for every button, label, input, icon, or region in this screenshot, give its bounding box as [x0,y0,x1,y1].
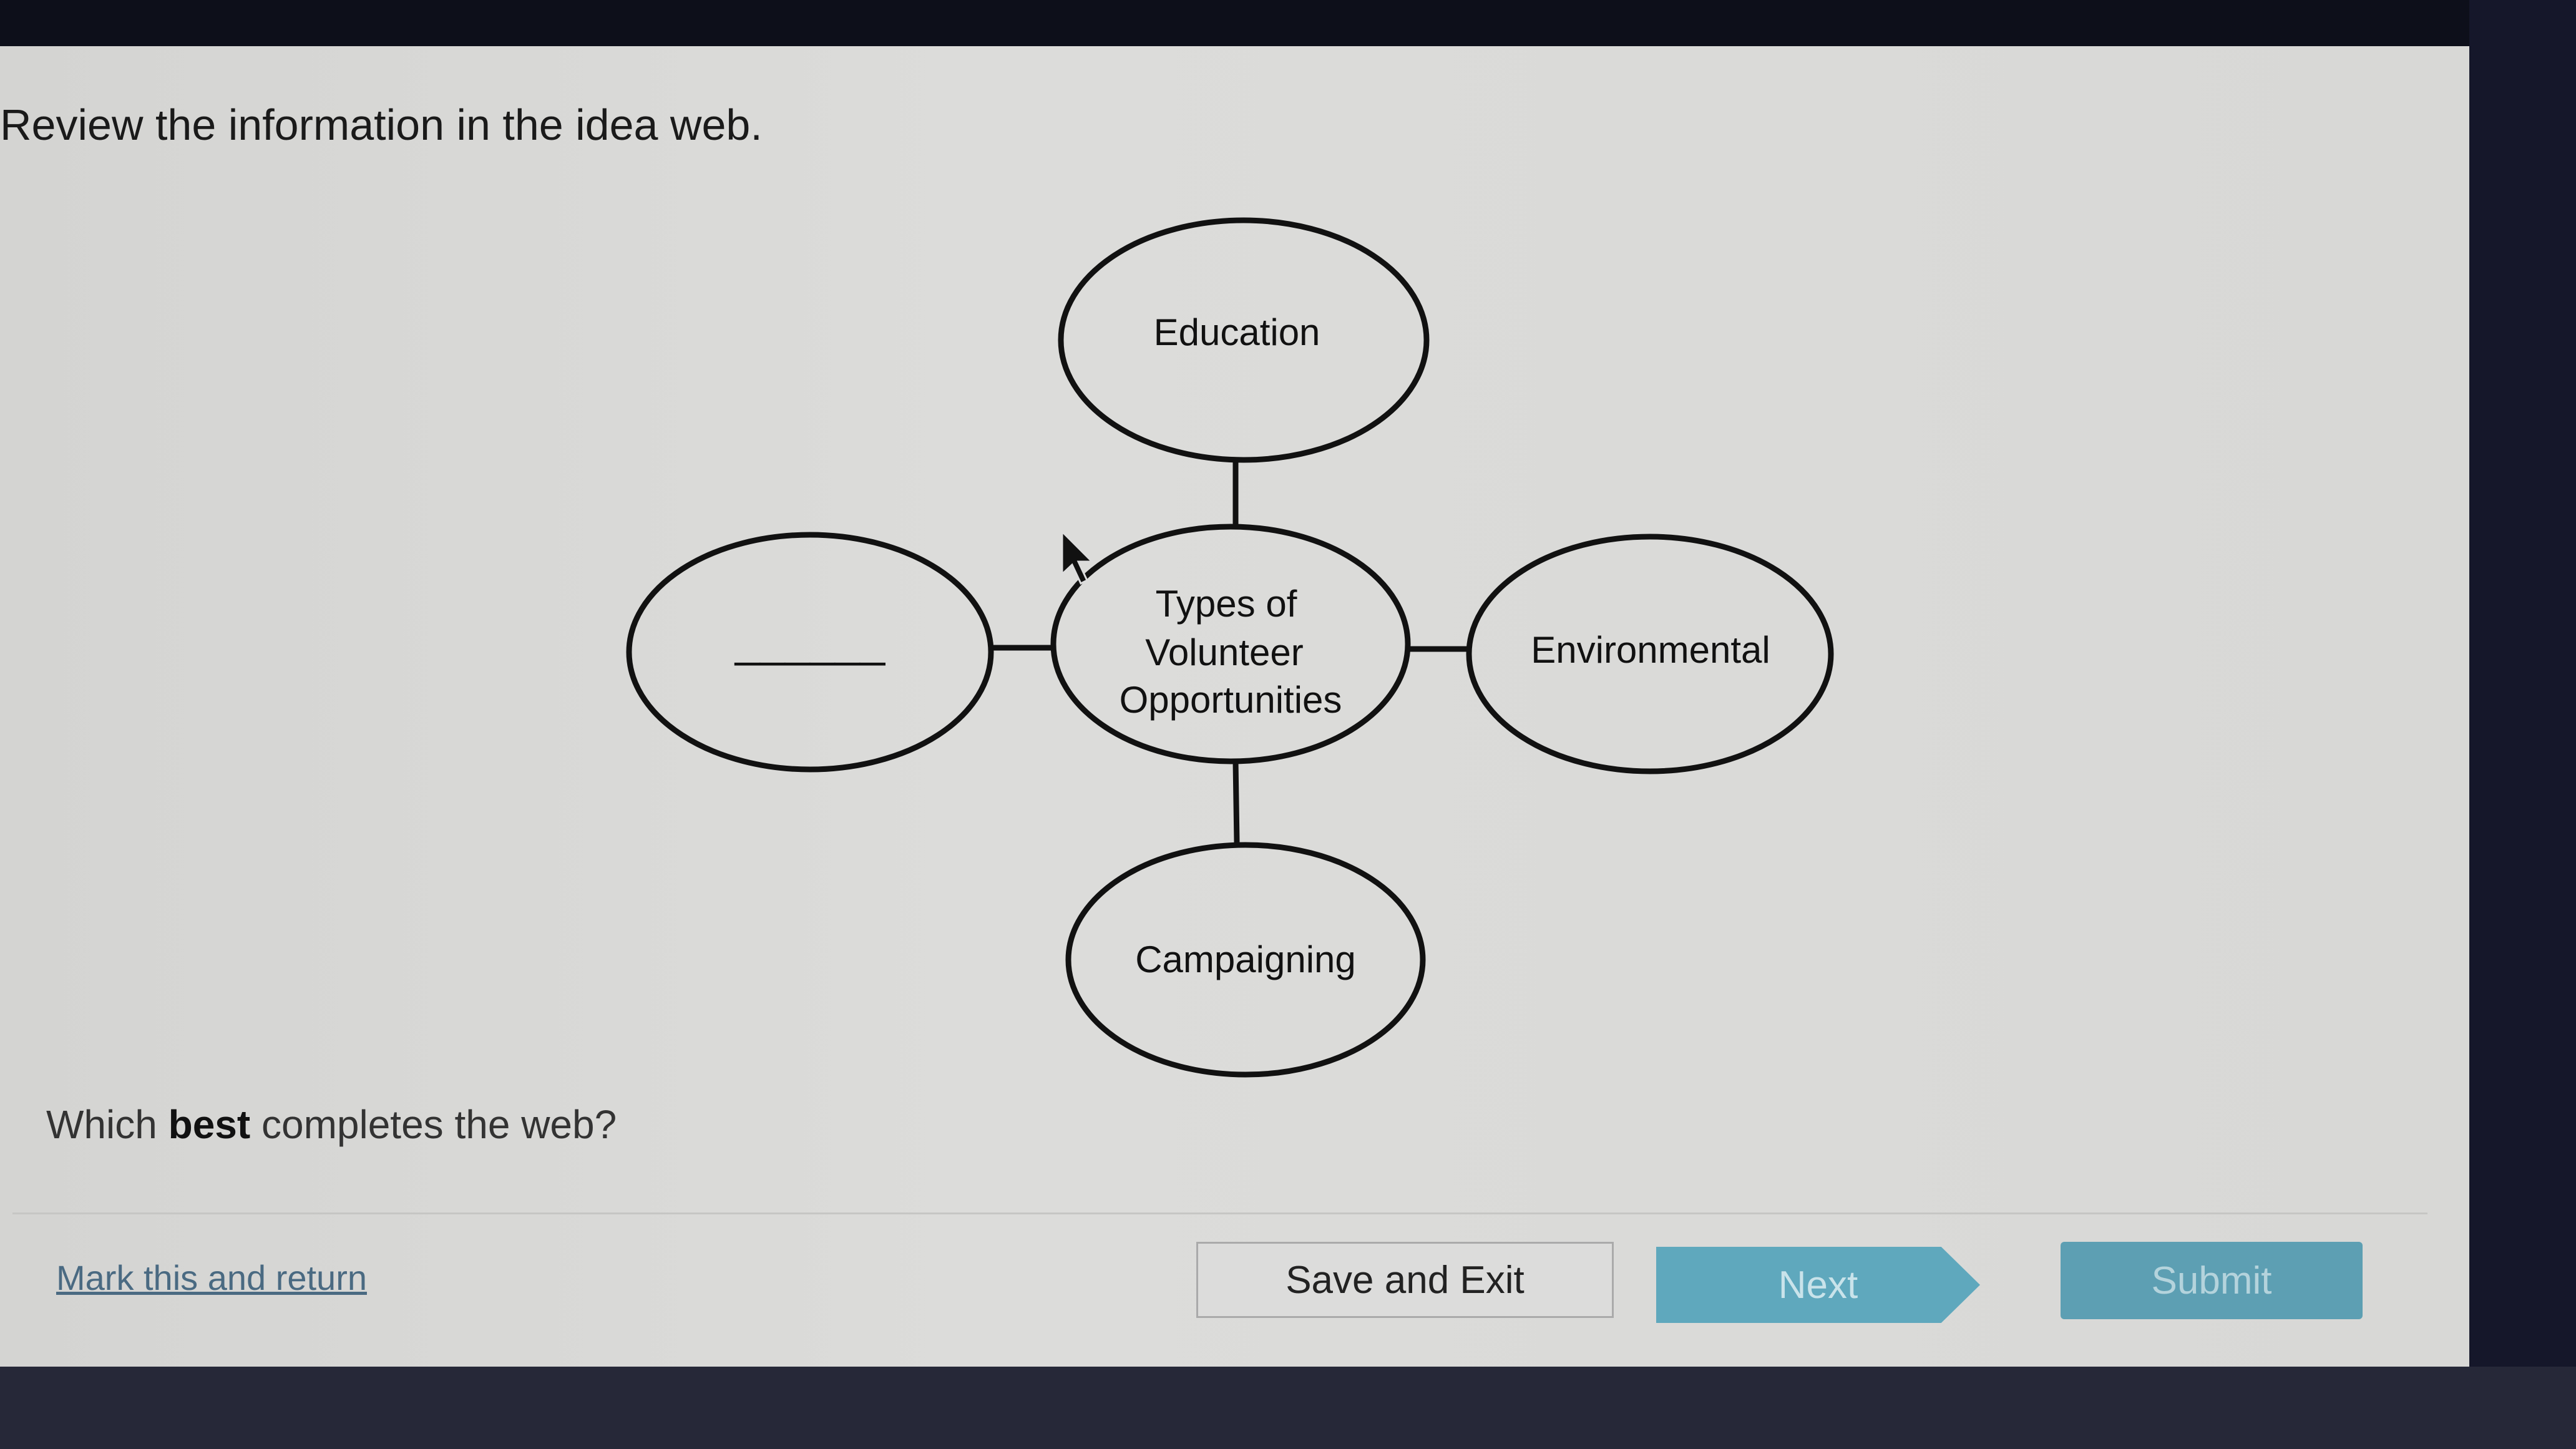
node-center-label-2: Volunteer [1145,632,1304,673]
node-left-blank-label: ______ [734,617,886,666]
node-center [1050,524,1411,764]
node-top-label: Education [1154,311,1320,353]
footer-divider [12,1212,2427,1214]
node-top [1058,217,1430,463]
node-left-blank [626,532,994,773]
quiz-screen [0,46,2469,1372]
monitor-bezel-bottom [0,1367,2576,1449]
next-button[interactable]: Next [1656,1247,1980,1323]
node-bottom [1065,842,1426,1078]
prompt-text: Review the information in the idea web. [0,100,763,149]
mark-and-return-link[interactable]: Mark this and return [56,1258,367,1297]
node-center-label-3: Opportunities [1120,679,1342,721]
connector-bottom [1232,761,1240,843]
node-right [1466,534,1834,774]
mouse-cursor-icon [1061,530,1095,585]
node-right-label: Environmental [1531,629,1770,671]
node-bottom-label: Campaigning [1135,939,1356,980]
monitor-bezel [2469,0,2576,1449]
node-center-label-1: Types of [1156,583,1297,625]
question-text: Which best completes the web? [46,1102,617,1147]
save-and-exit-button[interactable]: Save and Exit [1196,1242,1614,1318]
submit-button[interactable]: Submit [2061,1242,2363,1319]
